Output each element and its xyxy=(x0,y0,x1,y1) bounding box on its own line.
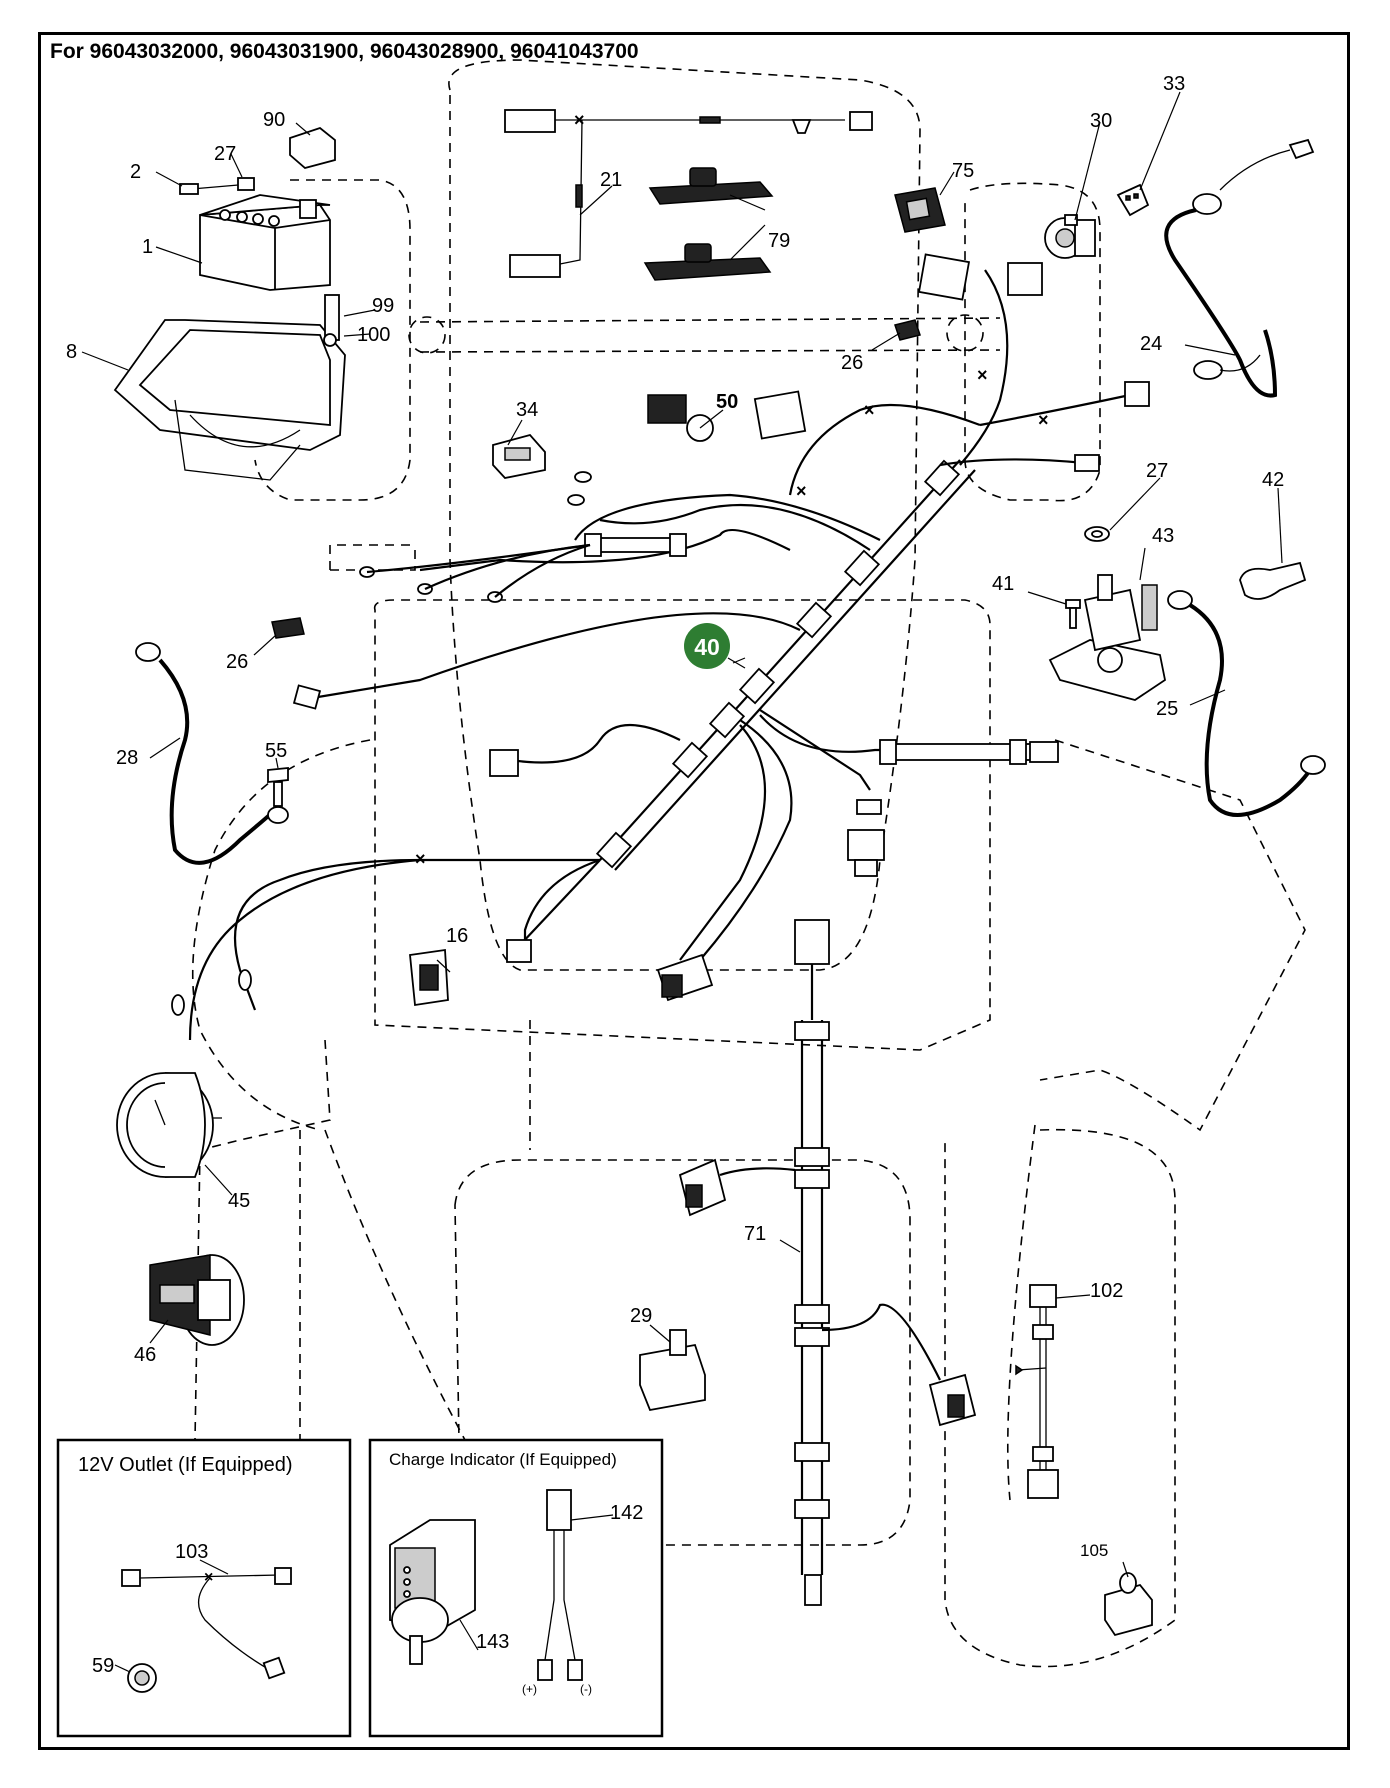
callout-16: 16 xyxy=(446,925,468,947)
callout-90: 90 xyxy=(263,109,285,131)
part-21-harness: × xyxy=(504,109,873,278)
callout-59: 59 xyxy=(92,1655,114,1677)
callout-100: 100 xyxy=(357,324,390,346)
svg-text:×: × xyxy=(977,365,988,385)
callout-50: 50 xyxy=(716,391,738,413)
bolt-icon xyxy=(1065,599,1081,629)
svg-text:×: × xyxy=(415,849,426,869)
callout-1: 1 xyxy=(142,236,153,258)
callout-105: 105 xyxy=(1080,1541,1108,1560)
main-harness: × × × × × xyxy=(188,253,1150,1041)
svg-text:×: × xyxy=(204,1569,213,1586)
leader-lines xyxy=(81,91,1283,1673)
fuse-icon xyxy=(271,319,921,639)
callout-labels: 90 27 2 1 99 100 8 21 79 75 30 33 24 26 … xyxy=(66,73,1284,1677)
battery-tray-icon xyxy=(113,294,346,481)
charge-indicator-icon xyxy=(389,1519,476,1665)
page-title: For 96043032000, 96043031900, 9604302890… xyxy=(50,40,639,63)
nut-icon xyxy=(1084,526,1110,542)
callout-79: 79 xyxy=(768,230,790,252)
callout-41: 41 xyxy=(992,573,1014,595)
callout-55: 55 xyxy=(265,740,287,762)
inset-12v-outlet xyxy=(56,1438,352,1738)
ignition-switch-icon xyxy=(1044,214,1096,259)
callout-26-top: 26 xyxy=(841,352,863,374)
callout-34: 34 xyxy=(516,399,538,421)
svg-text:×: × xyxy=(574,110,585,130)
assembly-outlines xyxy=(191,59,1306,1668)
callout-26-left: 26 xyxy=(226,651,248,673)
part-79-brackets xyxy=(643,167,774,281)
callout-40: 40 xyxy=(694,634,720,660)
callout-71: 71 xyxy=(744,1223,766,1245)
callout-25: 25 xyxy=(1156,698,1178,720)
part-50-switch xyxy=(647,394,714,442)
part-71-harness xyxy=(678,919,977,1606)
power-outlet-icon: × xyxy=(121,1567,292,1693)
callout-142: 142 xyxy=(610,1502,643,1524)
battery-icon xyxy=(179,126,336,291)
callout-102: 102 xyxy=(1090,1280,1123,1302)
svg-text:×: × xyxy=(864,400,875,420)
minus-label: (-) xyxy=(580,1682,592,1696)
callout-45: 45 xyxy=(228,1190,250,1212)
callout-40-highlight: 40 xyxy=(684,623,746,669)
part-28-cable xyxy=(135,642,289,865)
svg-text:×: × xyxy=(1038,410,1049,430)
key-icon xyxy=(1116,183,1150,217)
part-75-switch xyxy=(894,187,946,233)
screw-icon xyxy=(267,767,289,807)
callout-27-top: 27 xyxy=(214,143,236,165)
plus-label: (+) xyxy=(522,1682,537,1696)
ammeter-gauge-icon xyxy=(116,1072,222,1178)
hour-meter-icon xyxy=(149,1254,245,1346)
callout-30: 30 xyxy=(1090,110,1112,132)
part-105-sensor xyxy=(1104,1572,1153,1637)
callout-21: 21 xyxy=(600,169,622,191)
svg-text:×: × xyxy=(796,481,807,501)
part-102-harness xyxy=(1015,1284,1059,1499)
callout-24: 24 xyxy=(1140,333,1162,355)
rocker-switch-icon xyxy=(492,433,546,479)
callout-28: 28 xyxy=(116,747,138,769)
callout-99: 99 xyxy=(372,295,394,317)
inset-outlet-title: 12V Outlet (If Equipped) xyxy=(78,1454,293,1476)
callout-42: 42 xyxy=(1262,469,1284,491)
callout-143: 143 xyxy=(476,1631,509,1653)
callout-103: 103 xyxy=(175,1541,208,1563)
part-142-harness xyxy=(537,1489,583,1681)
callout-46: 46 xyxy=(134,1344,156,1366)
callout-29: 29 xyxy=(630,1305,652,1327)
inset-charge-title: Charge Indicator (If Equipped) xyxy=(389,1450,617,1469)
starter-solenoid-icon xyxy=(1048,574,1167,701)
callout-43: 43 xyxy=(1152,525,1174,547)
page-frame xyxy=(38,32,1350,1750)
part-24-cable xyxy=(1164,138,1315,398)
callout-33: 33 xyxy=(1163,73,1185,95)
callout-8: 8 xyxy=(66,341,77,363)
callout-75: 75 xyxy=(952,160,974,182)
part-29-switch xyxy=(639,1329,706,1412)
left-terminals xyxy=(171,969,252,1016)
part-harness-connector xyxy=(656,953,714,1002)
part-16-connector xyxy=(409,948,449,1007)
terminal-boot-icon xyxy=(1239,561,1307,600)
callout-2: 2 xyxy=(130,161,141,183)
callout-27-right: 27 xyxy=(1146,460,1168,482)
part-25-cable xyxy=(1167,590,1326,817)
